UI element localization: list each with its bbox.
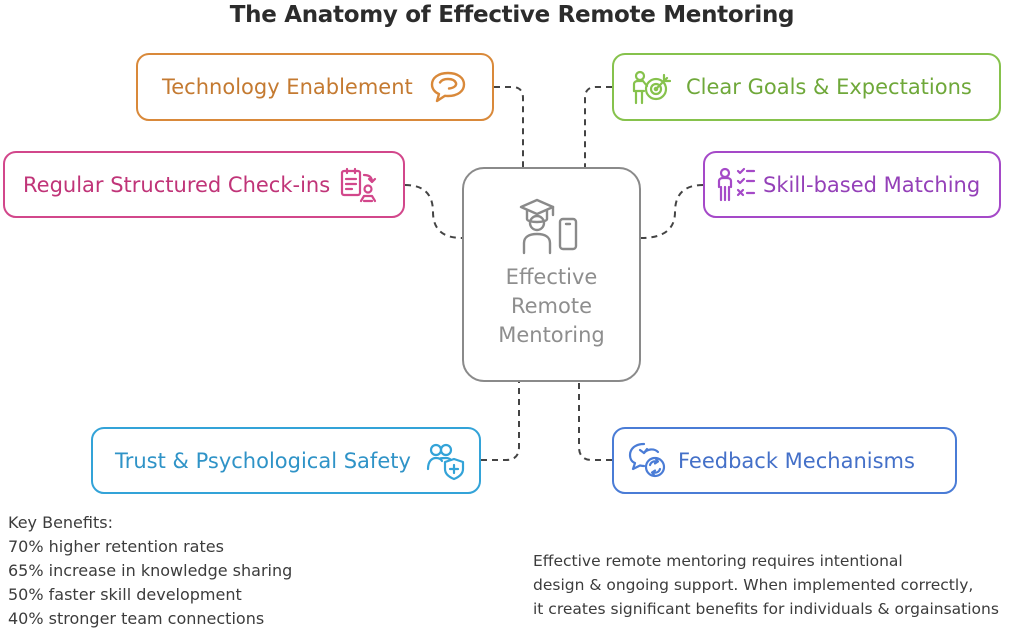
central-label-line: Effective	[505, 265, 598, 289]
connector-checkins	[404, 184, 463, 239]
node-label: Clear Goals & Expectations	[686, 75, 972, 99]
benefits-heading: Key Benefits:	[8, 513, 113, 532]
clipboard-person-icon	[338, 164, 380, 206]
summary-line: Effective remote mentoring requires inte…	[533, 552, 903, 570]
node-regular-checkins: Regular Structured Check-ins	[3, 151, 405, 218]
node-trust-safety: Trust & Psychological Safety	[91, 427, 481, 494]
graduate-mentor-icon	[519, 198, 577, 255]
users-shield-icon	[425, 440, 467, 482]
benefit-item: 65% increase in knowledge sharing	[8, 561, 293, 580]
node-clear-goals: Clear Goals & Expectations	[612, 53, 1001, 121]
connector-trust	[481, 382, 520, 461]
node-label: Trust & Psychological Safety	[115, 448, 411, 473]
summary-line: design & ongoing support. When implement…	[533, 576, 974, 594]
benefit-item: 40% stronger team connections	[8, 609, 265, 628]
target-person-icon	[630, 66, 672, 108]
benefit-item: 50% faster skill development	[8, 585, 242, 604]
summary-text: Effective remote mentoring requires inte…	[533, 549, 999, 621]
node-technology-enablement: Technology Enablement	[136, 53, 494, 121]
node-label: Feedback Mechanisms	[678, 448, 915, 473]
chat-refresh-icon	[626, 440, 668, 482]
benefit-item: 70% higher retention rates	[8, 537, 224, 556]
node-feedback-mechanisms: Feedback Mechanisms	[612, 427, 957, 494]
node-label: Skill-based Matching	[763, 172, 981, 197]
key-benefits: Key Benefits: 70% higher retention rates…	[8, 511, 292, 631]
node-label: Regular Structured Check-ins	[23, 172, 331, 197]
central-node: Effective Remote Mentoring	[462, 167, 641, 382]
node-skill-matching: Skill-based Matching	[703, 151, 1001, 218]
central-label: Effective Remote Mentoring	[498, 263, 605, 350]
connector-skill	[640, 184, 704, 239]
summary-line: it creates significant benefits for indi…	[533, 600, 999, 618]
chat-bubble-icon	[427, 66, 469, 108]
central-label-line: Mentoring	[498, 323, 605, 347]
connector-feedback	[578, 382, 612, 461]
node-label: Technology Enablement	[162, 75, 413, 99]
diagram-title: The Anatomy of Effective Remote Mentorin…	[229, 2, 795, 28]
person-checklist-icon	[715, 164, 757, 206]
connector-goals	[584, 86, 612, 167]
central-label-line: Remote	[510, 294, 592, 318]
connector-technology	[494, 86, 524, 167]
